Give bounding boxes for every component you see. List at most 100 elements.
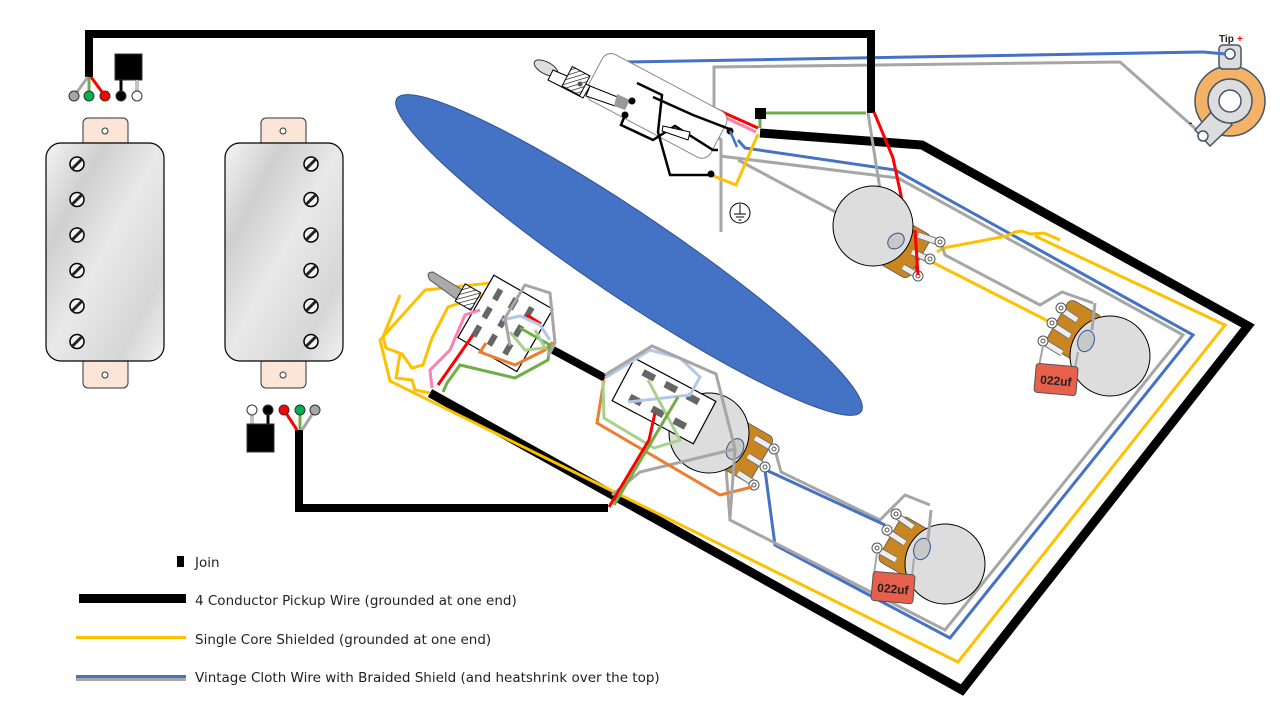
lead-white (131, 90, 143, 102)
pot-top (832, 185, 946, 282)
solder-point (621, 111, 629, 119)
jack-tip-sign: + (1237, 34, 1243, 45)
pot-right: 022uf (1033, 300, 1151, 397)
jack-toggle-switch (585, 53, 728, 159)
jack-tip-label: Tip (1219, 34, 1234, 45)
switch-pink-wire (428, 308, 481, 389)
join-marker (755, 108, 766, 119)
lead-red (278, 404, 290, 416)
legend-join-swatch (177, 556, 184, 567)
single-core-outer (378, 234, 1228, 664)
pot-lug (871, 542, 898, 564)
switch-orange-wire (477, 340, 555, 367)
pot-lug (746, 452, 771, 473)
vintage-cloth-blue (736, 139, 1196, 640)
neck-pickup (45, 117, 165, 389)
pot-lug (881, 524, 907, 546)
pole-screw-icon (69, 333, 85, 350)
lead-green (83, 90, 95, 102)
switch-lightblue-wire (501, 314, 552, 341)
push-pull-green (612, 396, 680, 506)
push-pull-wires (604, 348, 702, 404)
pole-screw-icon (69, 227, 85, 243)
legend-pickup-wire-swatch (79, 594, 186, 603)
capacitor: 022uf (870, 571, 916, 605)
toggle-internal-wiring (619, 81, 733, 177)
jack-sleeve-wire (712, 60, 1199, 232)
bridge-pickup (224, 117, 344, 389)
bridge-pickup-leads (246, 404, 321, 453)
pot-lug (901, 263, 924, 282)
red-hot-wire-overlay (913, 229, 920, 276)
toggle-contact (661, 125, 691, 141)
legend-join-label: Join (194, 555, 220, 571)
pot-lug (1055, 302, 1079, 323)
switch-yellow-loop (381, 289, 497, 395)
legend-single-core-swatch (76, 636, 186, 639)
pot-lug (890, 508, 915, 530)
pot-bottom: 022uf (870, 508, 986, 605)
neck-pickup-cable (85, 30, 875, 113)
neck-pickup-leads (68, 53, 143, 102)
lead-red (99, 90, 111, 102)
switch-lightgreen-wire (508, 329, 548, 352)
pole-screw-icon (303, 156, 319, 172)
push-pull-red (607, 412, 657, 508)
legend-single-core-label: Single Core Shielded (grounded at one en… (195, 632, 491, 648)
push-pull-orange (595, 379, 753, 497)
jack-tip-wire-end (1202, 50, 1227, 56)
yellow-pot-link-2 (931, 260, 1051, 324)
pole-screw-icon (69, 298, 85, 314)
lead-green (294, 404, 306, 416)
blue-mid-bottom-link (765, 468, 886, 527)
legend-pickup-wire-label: 4 Conductor Pickup Wire (grounded at one… (195, 593, 517, 609)
pole-screw-icon (303, 227, 319, 243)
switch-red-link (526, 313, 542, 326)
legend-vintage-cloth-swatch-blue (76, 675, 186, 678)
pot-lug (1037, 335, 1064, 356)
three-way-lever-icon (427, 271, 482, 311)
yellow-toggle-wire (710, 133, 760, 187)
push-pull-gray (604, 344, 737, 497)
bridge-pickup-cable (295, 430, 608, 512)
lead-white (246, 404, 258, 416)
pole-screw-icon (69, 156, 85, 172)
pot-lug (753, 434, 780, 455)
blue-toggle-wire (728, 130, 739, 148)
yellow-pot-link (936, 229, 1061, 254)
pot-lug (916, 231, 946, 248)
pole-screws (69, 156, 85, 350)
solder-point (707, 170, 715, 178)
gray-pot-link (939, 242, 1094, 307)
pot-lug (910, 248, 936, 265)
gray-mid-bottom-link (773, 449, 931, 522)
pot-lug (1046, 317, 1072, 339)
lead-bare (309, 404, 321, 416)
switch-gray-wire (503, 283, 557, 357)
pickup-wire-outer (427, 128, 1255, 696)
toggle-lever-icon (533, 59, 630, 110)
earth-ground-icon (729, 202, 751, 224)
capacitor: 022uf (1033, 362, 1079, 397)
legend: Join 4 Conductor Pickup Wire (grounded a… (76, 555, 660, 686)
switch-red-wire (436, 334, 475, 386)
output-jack: Tip + - (1189, 34, 1266, 148)
pole-screw-icon (69, 262, 85, 279)
push-pull-lightgreen (601, 379, 683, 450)
pole-screw-icon (303, 298, 319, 314)
blue-oval-shape (395, 94, 863, 416)
pole-screw-icon (69, 191, 85, 208)
switch-green-wire (441, 326, 552, 393)
lead-bare (68, 90, 80, 102)
lead-black (262, 404, 274, 416)
legend-vintage-cloth-label: Vintage Cloth Wire with Braided Shield (… (195, 670, 660, 686)
capacitor-label: 022uf (877, 581, 910, 598)
switch-link-cable (551, 346, 607, 382)
shield-gray-outer (719, 154, 1186, 632)
pole-screw-icon (303, 262, 319, 279)
capacitor-label: 022uf (1040, 373, 1073, 390)
legend-vintage-cloth-swatch-gray (76, 678, 186, 681)
mid-bottom-gray (728, 448, 737, 519)
pole-screws (303, 156, 319, 350)
